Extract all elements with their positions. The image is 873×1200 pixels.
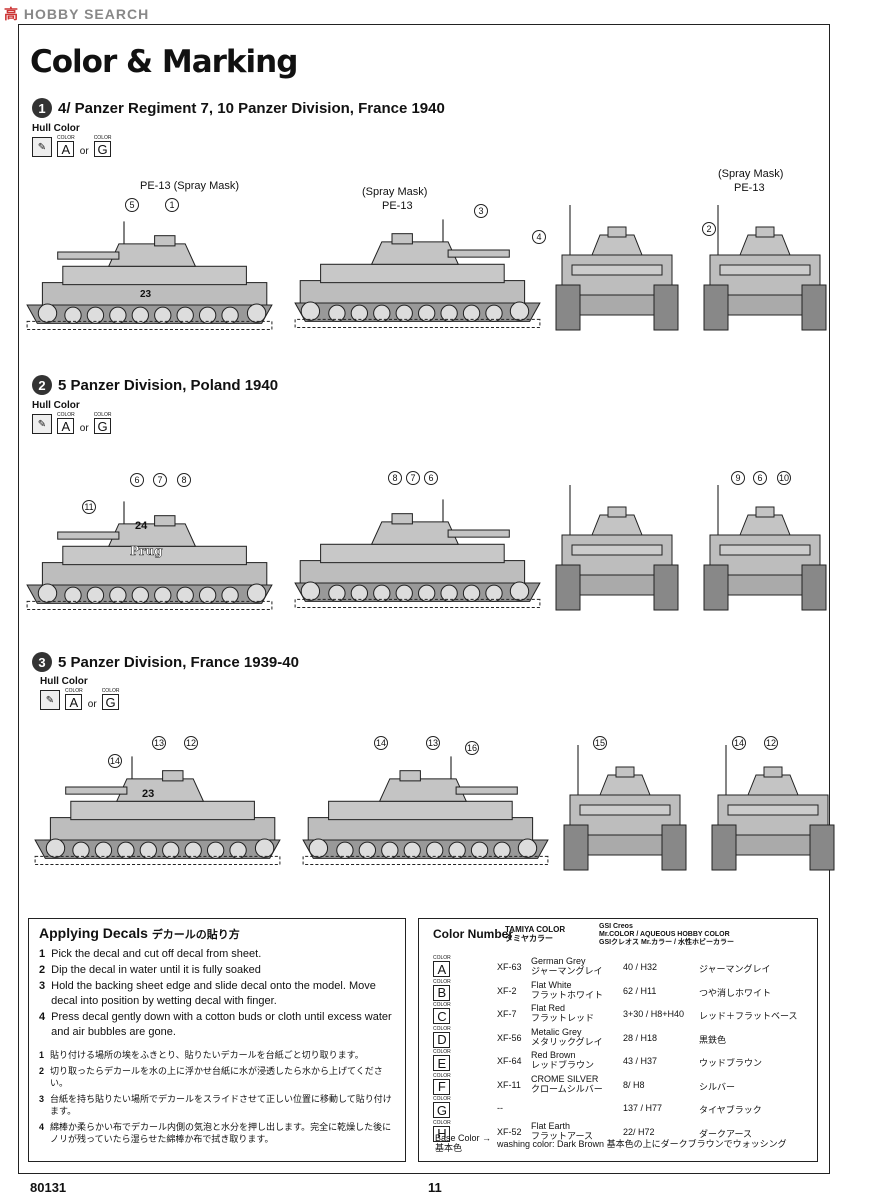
decal-callout: 15 xyxy=(593,736,607,750)
marking-number: 23 xyxy=(140,289,152,300)
decal-callout: 7 xyxy=(153,473,167,487)
decal-callout: 12 xyxy=(184,736,198,750)
spray-icon: ✎ xyxy=(40,690,60,710)
marking-name: Prug xyxy=(130,544,163,558)
marking-number: 23 xyxy=(142,788,155,800)
decal-callout: 4 xyxy=(532,230,546,244)
pe-13-label: PE-13 (Spray Mask) xyxy=(140,180,240,192)
decal-callout: 14 xyxy=(108,754,122,768)
tank-front-view xyxy=(560,745,690,875)
decal-callout: 16 xyxy=(465,741,479,755)
pe-13-label: PE-13 xyxy=(382,200,413,212)
tank-rear-view xyxy=(700,485,830,615)
decal-callout: 9 xyxy=(731,471,745,485)
decal-callout: 11 xyxy=(82,500,96,514)
decal-callout: 12 xyxy=(764,736,778,750)
tank-front-view xyxy=(552,485,682,615)
tank-front-view xyxy=(552,205,682,335)
watermark: 高 HOBBY SEARCH xyxy=(4,6,150,22)
decal-callout: 5 xyxy=(125,198,139,212)
decal-callout: 13 xyxy=(426,736,440,750)
tank-left-side-view xyxy=(22,220,277,335)
product-code: 80131 xyxy=(30,1180,67,1195)
hull-color-label: Hull Color xyxy=(40,676,88,687)
tank-left-side-view xyxy=(30,755,285,870)
spray-icon: ✎ xyxy=(32,137,52,157)
decal-callout: 8 xyxy=(177,473,191,487)
hull-color-label: Hull Color xyxy=(32,400,80,411)
tank-rear-view xyxy=(700,205,830,335)
tank-right-side-view xyxy=(290,218,545,333)
decal-callout: 2 xyxy=(702,222,716,236)
decal-callout: 13 xyxy=(152,736,166,750)
decal-callout: 8 xyxy=(388,471,402,485)
decal-callout: 3 xyxy=(474,204,488,218)
applying-decals-title: Applying Decals デカールの貼り方 xyxy=(39,925,240,941)
page-number: 11 xyxy=(428,1180,442,1195)
decal-callout: 1 xyxy=(165,198,179,212)
decal-callout: 10 xyxy=(777,471,791,485)
tank-right-side-view xyxy=(290,498,545,613)
hull-color-label: Hull Color xyxy=(32,123,80,134)
spray-mask-label: (Spray Mask) xyxy=(362,186,428,198)
decal-callout: 7 xyxy=(406,471,420,485)
tank-right-side-view xyxy=(298,755,553,870)
spray-icon: ✎ xyxy=(32,414,52,434)
page-title: Color & Marking xyxy=(30,44,298,80)
page-frame xyxy=(18,24,830,1174)
decal-callout: 6 xyxy=(130,473,144,487)
decal-callout: 14 xyxy=(374,736,388,750)
washing-note: washing color: Dark Brown 基本色の上にダークブラウンで… xyxy=(497,1139,787,1149)
decal-callout: 6 xyxy=(753,471,767,485)
decal-callout: 14 xyxy=(732,736,746,750)
spray-mask-label: (Spray Mask) xyxy=(718,168,784,180)
decal-callout: 6 xyxy=(424,471,438,485)
tank-rear-view xyxy=(708,745,838,875)
marking-number: 24 xyxy=(135,520,148,532)
base-color-label: Base Color →基本色 xyxy=(435,1133,492,1153)
pe-13-label: PE-13 xyxy=(734,182,765,194)
